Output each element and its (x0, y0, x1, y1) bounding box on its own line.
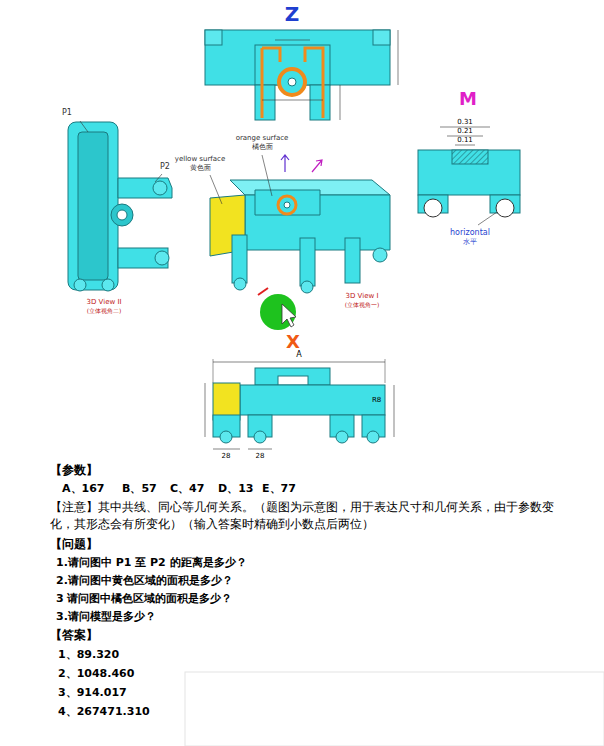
label-text: 2、1048.460 (58, 667, 134, 680)
label-text: 3D View I (346, 292, 379, 300)
label-text: 黄色面 (190, 164, 211, 172)
cursor-marker (260, 294, 296, 330)
label-text: C、47 (170, 482, 204, 495)
label-text: M (459, 88, 477, 110)
z-view (205, 30, 398, 120)
label-text: 0.31 (457, 118, 473, 126)
label-text: E、77 (262, 482, 296, 495)
label-text: P1 (62, 108, 72, 118)
label-text: 4、267471.310 (58, 705, 150, 718)
label-text: 1.请问图中 P1 至 P2 的距离是多少？ (56, 556, 247, 569)
label-text: R8 (372, 396, 381, 404)
label-text: 3.请问模型是多少？ (56, 610, 156, 623)
label-text: 0.21 (457, 127, 473, 135)
label-text: horizontal (450, 228, 490, 238)
label-text: 0.11 (457, 136, 473, 144)
label-text: A (296, 350, 301, 360)
label-text: orange surface (236, 134, 289, 142)
cover-box (185, 672, 604, 746)
label-text: D、13 (218, 482, 253, 495)
label-text: 3、914.017 (58, 686, 127, 699)
label-text: (立体视角一) (345, 301, 380, 308)
label-text: 橘色面 (252, 143, 273, 151)
label-text: 2.请问图中黄色区域的面积是多少？ (56, 574, 233, 587)
label-text: 【注意】其中共线、同心等几何关系。（题图为示意图，用于表达尺寸和几何关系，由于参… (50, 499, 555, 532)
label-text: 3 请问图中橘色区域的面积是多少？ (56, 592, 232, 605)
label-text: B、57 (122, 482, 157, 495)
view-3d-one (210, 155, 390, 295)
label-text: 【参数】 (50, 463, 98, 477)
label-text: 28 (222, 452, 231, 460)
x-view (205, 359, 394, 449)
label-text: P2 (160, 162, 170, 172)
label-text: 1、89.320 (58, 648, 119, 661)
label-text: 3D View II (86, 298, 121, 306)
label-text: 水平 (463, 238, 477, 246)
label-text: A、167 (62, 482, 104, 495)
m-view (418, 127, 520, 225)
label-text: yellow surface (175, 155, 225, 163)
label-text: 28 (256, 452, 265, 460)
label-text: (立体视角二) (87, 307, 122, 314)
view-3d-two (68, 121, 172, 291)
label-text: 【答案】 (50, 628, 98, 642)
label-text: 【问题】 (50, 537, 98, 551)
label-text: Z (285, 2, 300, 26)
label-text: X (286, 331, 300, 353)
